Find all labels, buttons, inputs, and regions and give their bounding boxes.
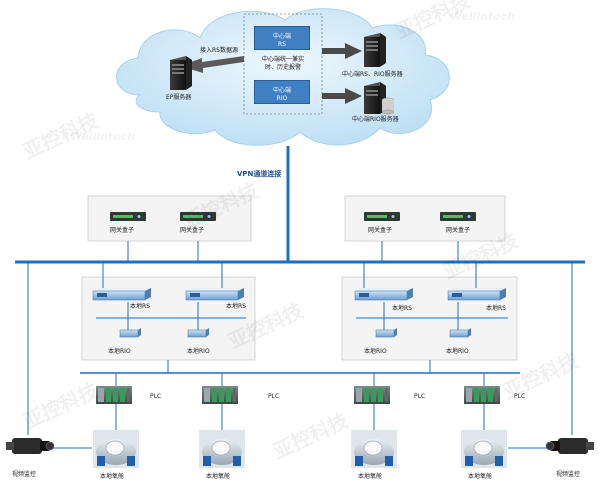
vessel-label: 本地氧舱 <box>468 473 493 480</box>
vessel-label: 本地氧舱 <box>100 473 125 480</box>
local-rio-label: 本地RIO <box>446 348 469 355</box>
camera-links <box>27 262 573 449</box>
plc-label: PLC <box>414 393 426 400</box>
plc-links <box>115 373 485 430</box>
local-rio-label: 本地RIO <box>108 348 131 355</box>
camera-left-icon <box>6 438 55 454</box>
local-rs-label: 本地RS <box>486 305 506 312</box>
local-rio-label: 本地RIO <box>187 348 210 355</box>
oxygen-vessels <box>93 430 507 468</box>
camera-right-icon <box>545 438 594 454</box>
center-rs-box: 中心端 RS <box>254 26 310 50</box>
gateway-devices <box>110 212 476 221</box>
center-frame <box>243 13 323 115</box>
ep-server-label: EP服务器 <box>166 94 192 101</box>
local-panel-lines <box>96 302 508 330</box>
gateway-label: 网关盒子 <box>180 227 205 234</box>
plc-label: PLC <box>268 393 280 400</box>
rs-rio-server-label: 中心端RS、RIO服务器 <box>342 71 403 78</box>
ep-server-icon <box>170 56 192 90</box>
gateway-links <box>127 241 459 262</box>
plc-units <box>96 386 500 404</box>
rio-server-icon <box>364 82 395 115</box>
cloud-arrows <box>180 43 362 104</box>
plc-label: PLC <box>514 393 526 400</box>
vessel-label: 本地氧舱 <box>206 473 231 480</box>
local-rs-label: 本地RS <box>130 303 150 310</box>
video-label: 视频监控 <box>12 471 37 478</box>
watermark: Wellintech <box>450 10 516 23</box>
local-rs-label: 本地RS <box>226 303 246 310</box>
local-rs-label: 本地RS <box>392 305 412 312</box>
plc-label: PLC <box>150 393 162 400</box>
local-rs-racks <box>92 288 506 301</box>
rio-server-label: 中心端RIO服务器 <box>352 116 399 123</box>
access-label: 接入RS数据源 <box>200 47 238 54</box>
gateway-label: 网关盒子 <box>446 227 471 234</box>
watermark: Wellintech <box>70 130 136 143</box>
center-rio-box: 中心端 RIO <box>254 80 310 104</box>
panel-to-field-links <box>167 360 431 373</box>
video-label: 视频监控 <box>556 471 581 478</box>
vessel-label: 本地氧舱 <box>358 473 383 480</box>
gateway-label: 网关盒子 <box>110 227 135 234</box>
rs-rio-server-icon <box>364 33 386 67</box>
local-rio-label: 本地RIO <box>364 348 387 355</box>
local-rio-boxes <box>119 328 471 338</box>
gateway-label: 网关盒子 <box>368 227 393 234</box>
vpn-label: VPN通道连接 <box>237 170 282 178</box>
local-rs-links <box>102 262 477 288</box>
center-label: 中心端统一兼实 时、历史报警 <box>261 56 304 71</box>
